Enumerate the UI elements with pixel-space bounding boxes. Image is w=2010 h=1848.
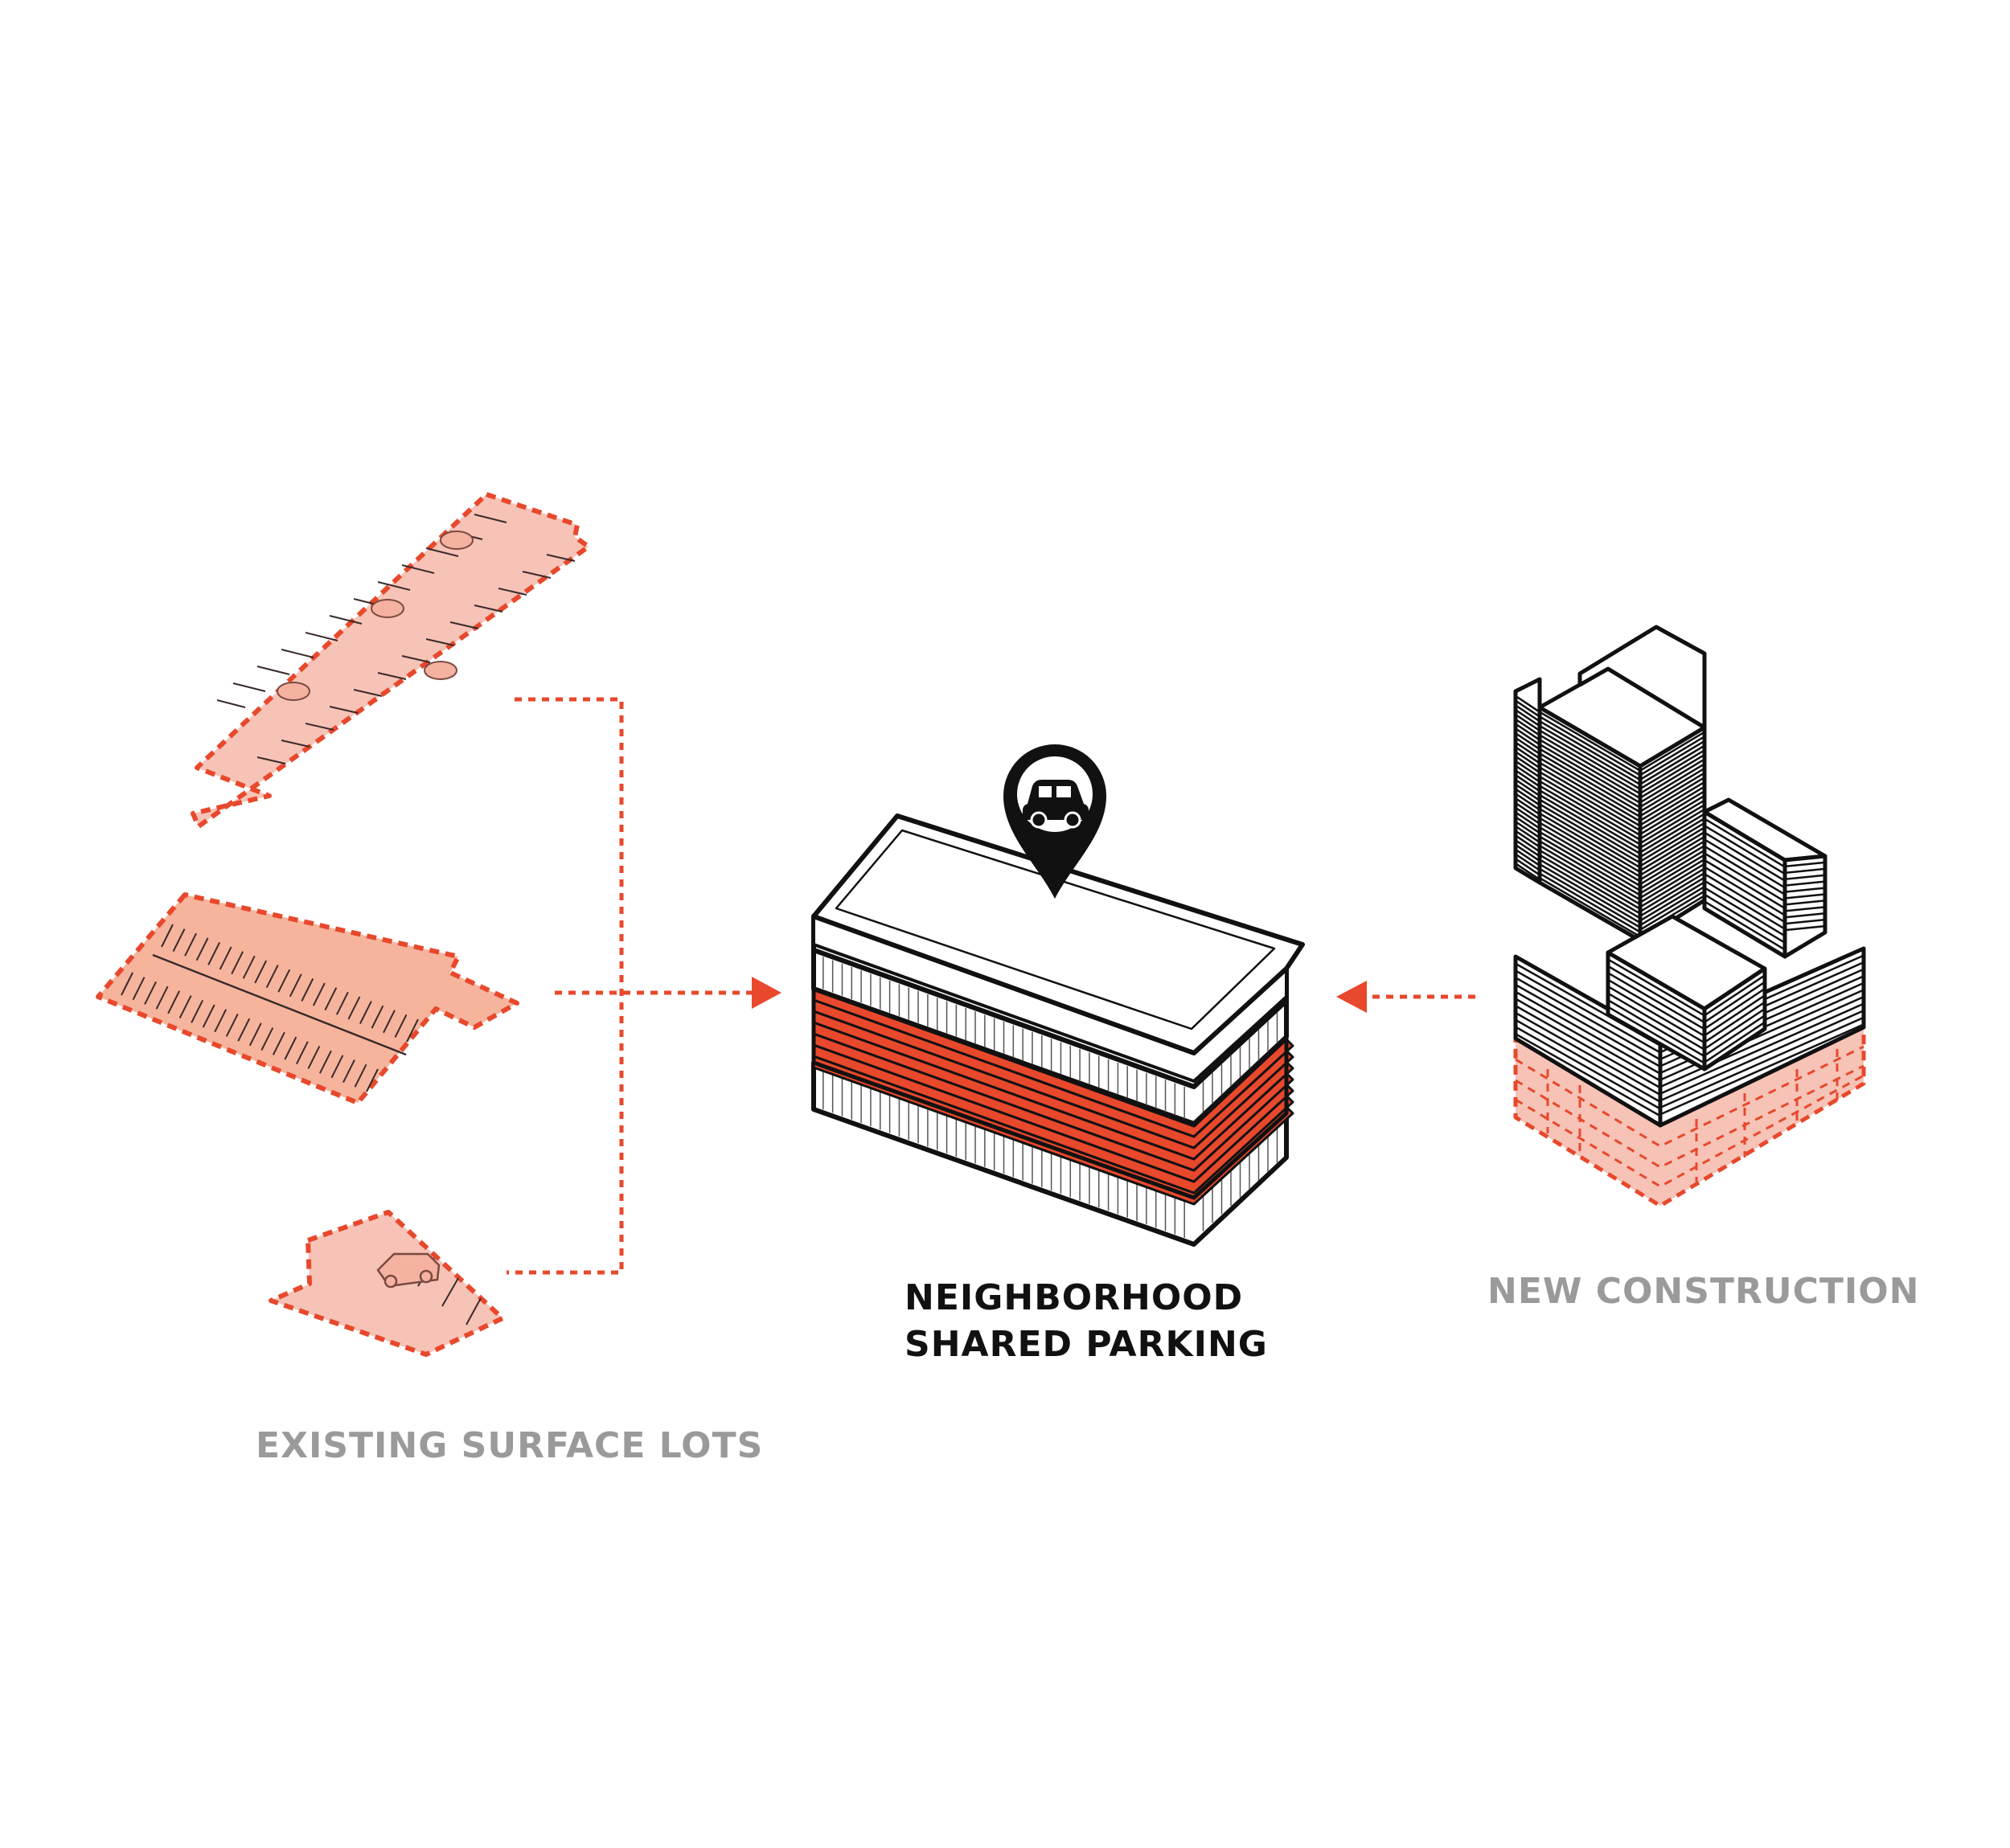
lot-top-cars [277,531,474,701]
shared-parking-garage [811,813,1305,1247]
midrise-floor-stripes [1704,817,1826,951]
surface-lot-bottom [269,1210,505,1357]
lot-top-stall-lines [216,514,576,764]
car-icon [440,531,474,550]
garage-roof [811,813,1305,1055]
lot-middle-stall-lines [121,924,419,1092]
car-icon [277,682,310,701]
location-pin-car-icon [1003,744,1106,899]
garage-bottom-mullions [822,1069,1278,1238]
connector-bracket [507,697,624,1275]
garage-roof-inset [835,829,1276,1031]
label-new-construction: NEW CONSTRUCTION [1487,1271,1920,1312]
garage-top-mullions [822,957,1278,1119]
car-icon [371,599,404,618]
lot-middle-center-line [152,953,407,1056]
arrowhead-icon [752,977,781,1009]
new-construction-building [1513,625,1866,1208]
surface-lot-top [191,492,591,829]
car-icon [424,661,457,680]
front-block-floor-stripes [1607,958,1766,1064]
surface-lot-middle [96,892,519,1105]
tower-floor-stripes [1515,695,1705,938]
connector-lines [507,697,1475,1275]
podium-floor-lines [1515,1045,1864,1188]
label-shared-parking-line2: SHARED PARKING [904,1324,1268,1365]
arrowhead-icon [1336,981,1367,1013]
label-existing-surface-lots: EXISTING SURFACE LOTS [256,1425,764,1466]
label-shared-parking-line1: NEIGHBORHOOD [904,1277,1244,1318]
car-icon [376,1252,441,1289]
